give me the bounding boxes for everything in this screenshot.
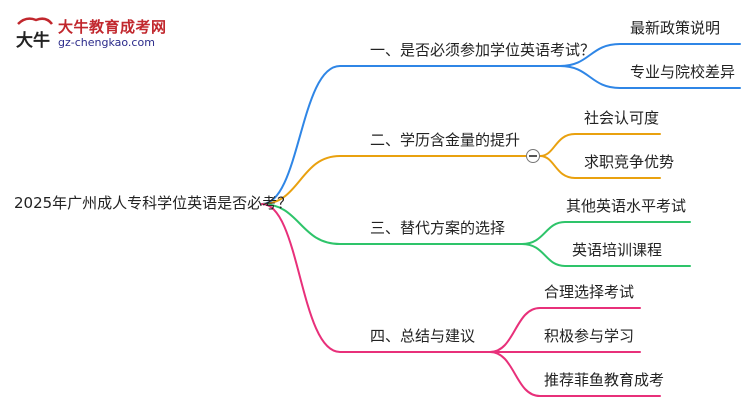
branch-2-node: 二、学历含金量的提升: [370, 131, 521, 149]
connector-branch-4-child-1: [489, 307, 641, 353]
connector-branch-1-child-1: [559, 43, 741, 67]
branch-4-node: 四、总结与建议: [370, 327, 476, 345]
branch-3-child-2-node: 英语培训课程: [572, 241, 663, 259]
branch-1-child-2-node: 专业与院校差异: [630, 63, 736, 81]
connector-root-branch-2: [261, 155, 527, 205]
branch-3-child-1-node: 其他英语水平考试: [566, 197, 687, 215]
branch-1-child-1-node: 最新政策说明: [630, 19, 721, 37]
connector-root-branch-1: [261, 65, 561, 205]
connector-branch-2-child-2: [539, 155, 661, 179]
branch-3-node: 三、替代方案的选择: [370, 219, 506, 237]
site-logo: 大牛 大牛教育成考网 gz-chengkao.com: [12, 14, 166, 54]
connector-branch-1-child-2: [559, 65, 741, 89]
branch-2-collapse-toggle[interactable]: [526, 149, 540, 163]
branch-2-child-1-node: 社会认可度: [584, 109, 660, 127]
connector-branch-3-child-2: [521, 243, 691, 267]
branch-4-child-3-node: 推荐菲鱼教育成考: [544, 371, 665, 389]
mindmap-root-node: 2025年广州成人专科学位英语是否必考？: [14, 194, 293, 212]
branch-4-child-2-node: 积极参与学习: [544, 327, 635, 345]
connector-root-branch-3: [261, 203, 523, 245]
connector-branch-2-child-1: [539, 133, 661, 157]
branch-2-child-2-node: 求职竞争优势: [584, 153, 675, 171]
branch-4-child-1-node: 合理选择考试: [544, 283, 635, 301]
logo-title: 大牛教育成考网: [58, 18, 167, 36]
connector-root-branch-4: [261, 203, 491, 353]
branch-1-node: 一、是否必须参加学位英语考试？: [370, 41, 596, 59]
connector-branch-3-child-1: [521, 221, 691, 245]
connector-branch-4-child-3: [489, 351, 661, 397]
bull-logo-icon: 大牛: [16, 17, 53, 51]
logo-url: gz-chengkao.com: [58, 36, 155, 49]
logo-mark-text: 大牛: [16, 30, 50, 51]
